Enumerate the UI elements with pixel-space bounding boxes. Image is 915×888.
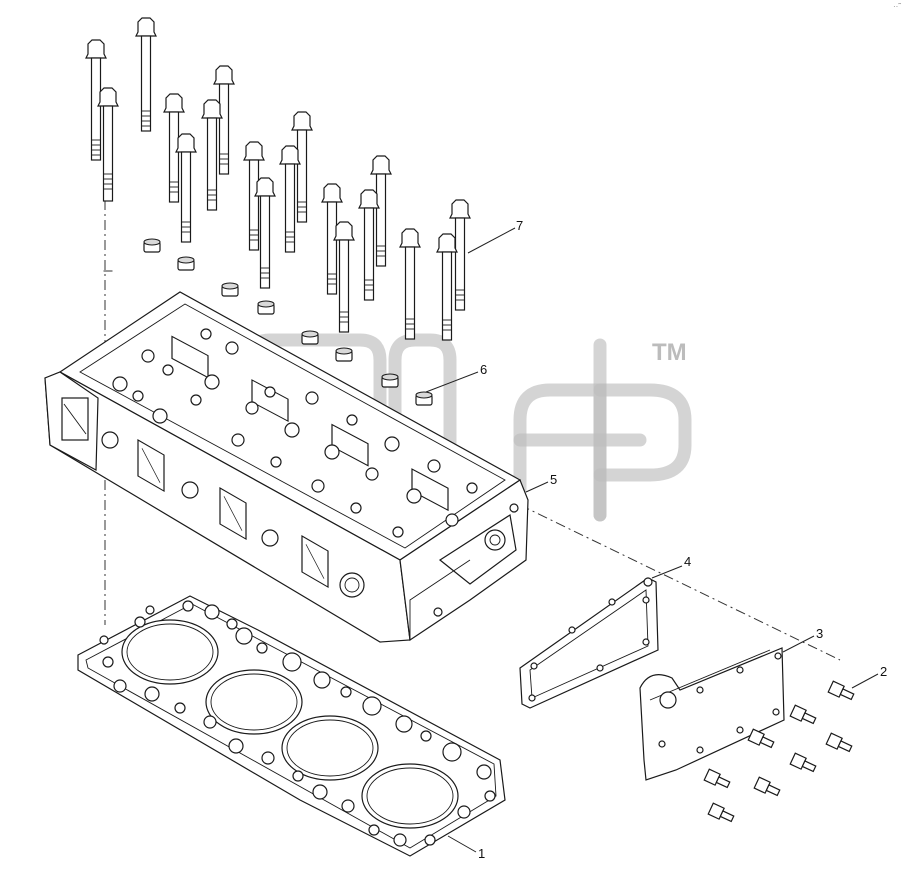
callout-5: 5: [550, 472, 557, 487]
head-gasket: [77, 595, 506, 857]
callout-7: 7: [516, 218, 523, 233]
cover-plate: [639, 647, 785, 781]
callout-3: 3: [816, 626, 823, 641]
cover-bolts: [703, 680, 855, 823]
cover-gasket: [519, 577, 659, 709]
alignment-lines: [104, 200, 841, 661]
callout-1: 1: [478, 846, 485, 861]
leader-lines: [425, 227, 879, 853]
callout-4: 4: [684, 554, 691, 569]
watermark-tm-text: TM: [652, 339, 687, 366]
cylinder-head: [44, 291, 529, 643]
callout-6: 6: [480, 362, 487, 377]
callout-labels: 1 2 3 4 5 6 7: [478, 218, 887, 861]
head-bolts: [85, 17, 471, 341]
corner-mark: ··˜: [893, 2, 901, 11]
callout-2: 2: [880, 664, 887, 679]
valve-stem-seals: [143, 238, 433, 406]
